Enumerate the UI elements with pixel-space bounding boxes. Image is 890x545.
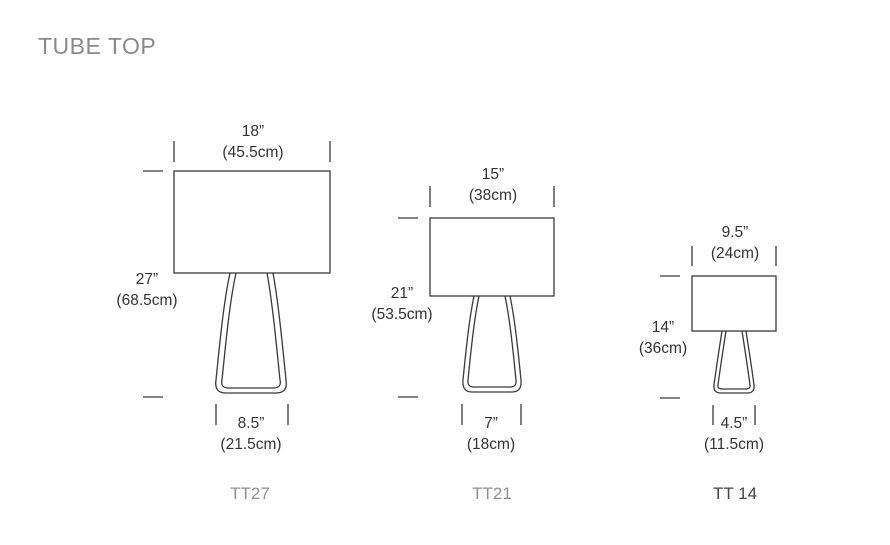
width-label: 9.5” (24cm) (711, 222, 759, 264)
height-cm: (36cm) (638, 340, 688, 357)
base-label: 7” (18cm) (467, 413, 515, 455)
base-inches: 7” (484, 415, 498, 432)
lamp-base-outer (713, 330, 755, 394)
lamp-tt14-drawing (660, 246, 777, 425)
model-label: TT 14 (712, 484, 758, 503)
base-cm: (11.5cm) (703, 436, 765, 453)
height-cm: (53.5cm) (371, 306, 433, 323)
width-cm: (38cm) (468, 187, 518, 204)
lampshade (691, 275, 777, 332)
lamp-base-outer (462, 295, 522, 393)
page-title: TUBE TOP (38, 33, 157, 59)
height-inches: 21” (390, 285, 414, 302)
lamp-base-inner (467, 295, 517, 388)
base-cm: (21.5cm) (220, 436, 282, 453)
base-inches: 4.5” (720, 415, 748, 432)
lamp-tt27-drawing (143, 141, 331, 425)
height-inches: 27” (135, 271, 159, 288)
model-label: TT21 (472, 484, 512, 503)
base-label: 8.5” (21.5cm) (220, 413, 281, 455)
lampshade (429, 217, 555, 297)
base-cm: (18cm) (466, 436, 516, 453)
height-inches: 14” (651, 319, 675, 336)
base-label: 4.5” (11.5cm) (704, 413, 764, 455)
width-inches: 9.5” (721, 224, 749, 241)
width-label: 15” (38cm) (469, 164, 517, 206)
height-cm: (68.5cm) (116, 292, 178, 309)
model-label: TT27 (230, 484, 270, 503)
height-label: 27” (68.5cm) (116, 269, 177, 311)
height-label: 21” (53.5cm) (371, 283, 432, 325)
lamp-base-inner (221, 272, 281, 389)
lamp-tt21-drawing (398, 186, 555, 425)
width-inches: 18” (241, 123, 265, 140)
width-cm: (24cm) (710, 245, 760, 262)
lampshade (173, 170, 331, 274)
width-inches: 15” (481, 166, 505, 183)
lamp-base-outer (215, 272, 287, 394)
width-cm: (45.5cm) (222, 144, 284, 161)
width-label: 18” (45.5cm) (222, 121, 283, 163)
height-label: 14” (36cm) (639, 317, 687, 359)
lamp-base-inner (717, 330, 751, 390)
base-inches: 8.5” (237, 415, 265, 432)
